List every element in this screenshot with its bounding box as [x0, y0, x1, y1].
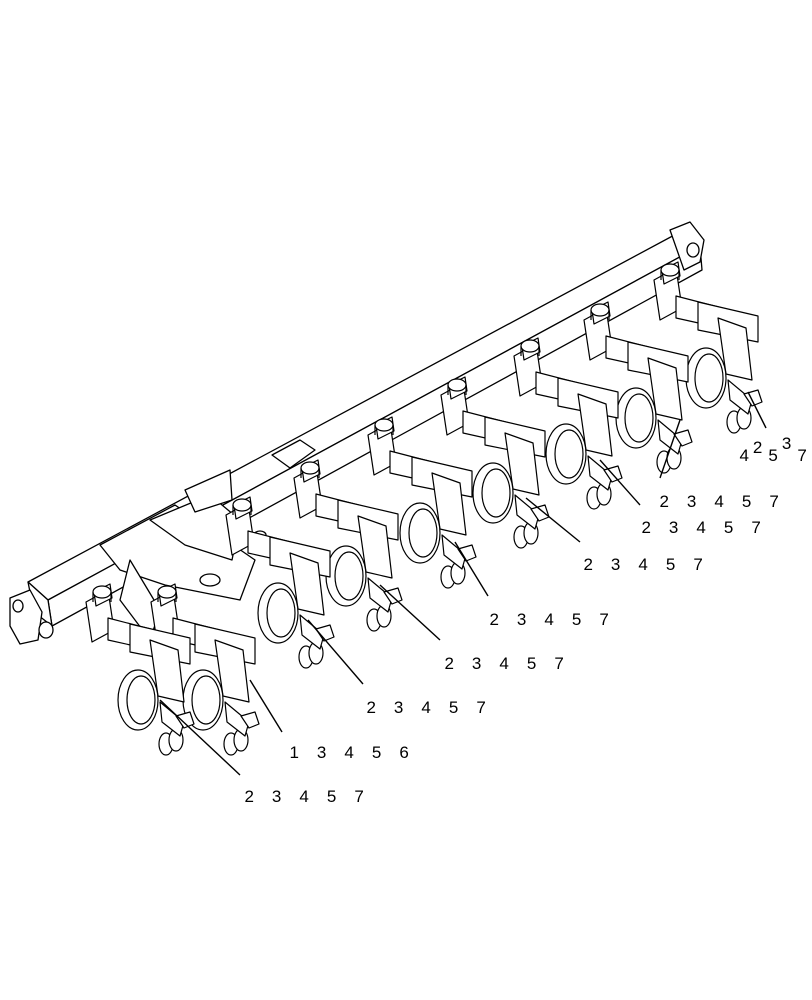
callout-number: 4	[544, 610, 554, 629]
callout-number: 5	[326, 787, 337, 806]
hitch-frame	[99, 439, 316, 641]
callout-number: 4	[739, 446, 749, 465]
callout-number: 3	[686, 492, 697, 511]
callout-number: 5	[741, 492, 752, 511]
callout-number: 1	[289, 743, 299, 762]
callout-number: 2	[641, 518, 651, 537]
callout-number: 3	[471, 654, 482, 673]
callout-number: 2	[659, 492, 669, 511]
callout-number: 3	[393, 698, 404, 717]
callout-number: 5	[665, 555, 676, 574]
leader-line	[159, 699, 241, 776]
callout-number: 3	[271, 787, 282, 806]
callout-number: 5	[526, 654, 537, 673]
row-unit	[367, 416, 477, 589]
callout-number: 4	[499, 654, 509, 673]
callout-number: 2	[444, 654, 454, 673]
leader-line	[747, 391, 767, 429]
leader-line	[307, 619, 364, 685]
callout-number: 3	[516, 610, 527, 629]
callout-number: 2	[752, 438, 763, 457]
callout-number: 5	[448, 698, 459, 717]
callout-number: 5	[723, 518, 734, 537]
row-unit	[85, 583, 195, 756]
callout-number: 5	[768, 446, 778, 465]
leader-line	[599, 459, 641, 506]
leader-line	[659, 419, 681, 479]
row-unit	[583, 301, 693, 474]
callout-number: 7	[354, 787, 364, 806]
callout-number: 3	[316, 743, 327, 762]
callout-number: 2	[366, 698, 376, 717]
callout-number: 7	[476, 698, 486, 717]
callout-number: 7	[769, 492, 779, 511]
leader-line	[525, 497, 581, 543]
row-unit	[653, 261, 763, 434]
callout-number: 7	[751, 518, 761, 537]
callout-number: 2	[583, 555, 593, 574]
callout-number: 2	[489, 610, 499, 629]
callout-number: 7	[554, 654, 564, 673]
callout-number: 4	[421, 698, 431, 717]
row-unit	[513, 337, 623, 510]
callout-number: 4	[638, 555, 648, 574]
callout-number: 7	[693, 555, 703, 574]
callout-number: 2	[244, 787, 254, 806]
leader-line	[454, 541, 489, 597]
row-unit	[440, 376, 550, 549]
callout-number: 5	[371, 743, 382, 762]
row-unit	[150, 583, 260, 756]
leader-line	[379, 584, 441, 641]
callout-number: 4	[299, 787, 309, 806]
callout-number: 6	[399, 743, 409, 762]
leader-line	[249, 679, 283, 733]
callout-number: 4	[714, 492, 724, 511]
callout-number: 3	[781, 434, 792, 453]
callout-number: 4	[344, 743, 354, 762]
callout-number: 3	[610, 555, 621, 574]
row-unit	[225, 496, 335, 669]
callout-number: 7	[599, 610, 609, 629]
callout-number: 3	[668, 518, 679, 537]
callout-number: 5	[571, 610, 582, 629]
callout-number: 7	[797, 446, 807, 465]
callout-number: 4	[696, 518, 706, 537]
